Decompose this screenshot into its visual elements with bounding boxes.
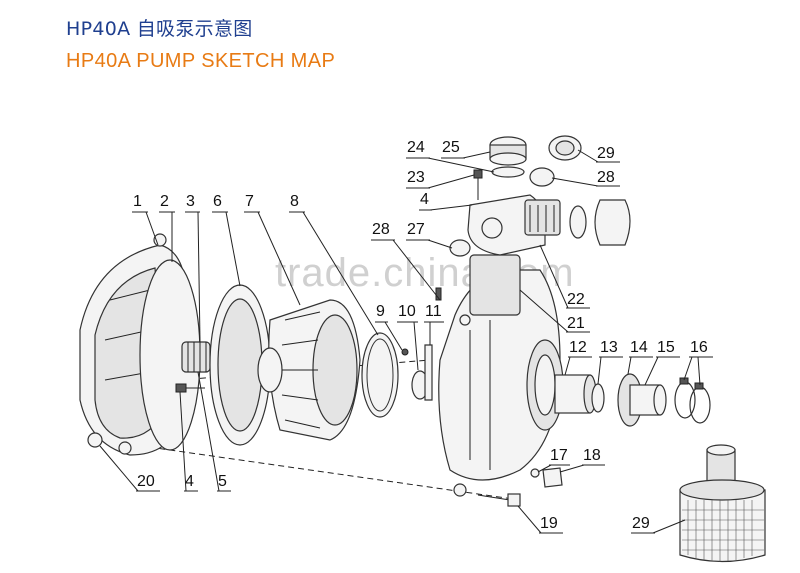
title-chinese: HP40A 自吸泵示意图 [66, 18, 253, 40]
part-pin-9 [401, 348, 409, 356]
part-outlet-12 [554, 374, 597, 414]
part-key-11 [424, 344, 433, 401]
label-19: 19 [540, 515, 558, 532]
part-bolt-23 [473, 169, 483, 200]
label-17: 17 [550, 447, 568, 464]
label-28-left: 28 [372, 221, 390, 238]
label-4-top: 4 [420, 191, 429, 208]
part-mechanical-seal [181, 341, 211, 373]
label-11: 11 [425, 303, 442, 320]
part-volute [257, 299, 361, 441]
label-22: 22 [567, 291, 585, 308]
callout-labels: 1 2 3 6 7 8 28 27 24 25 23 4 29 [99, 139, 713, 534]
label-1: 1 [133, 193, 142, 210]
label-24: 24 [407, 139, 425, 156]
title-english: HP40A PUMP SKETCH MAP [66, 50, 336, 72]
part-clamps-16 [674, 377, 711, 424]
part-nut-20 [87, 432, 103, 448]
part-ring-13 [591, 383, 605, 413]
part-bolt-19 [477, 493, 521, 507]
label-15: 15 [657, 339, 675, 356]
label-3: 3 [186, 193, 195, 210]
label-13: 13 [600, 339, 618, 356]
part-ring-28-top [529, 167, 555, 187]
label-25: 25 [442, 139, 460, 156]
label-2: 2 [160, 193, 169, 210]
label-9: 9 [376, 303, 385, 320]
label-5: 5 [218, 473, 227, 490]
label-28-right: 28 [597, 169, 615, 186]
part-cap-25 [489, 136, 527, 166]
part-bolt-4 [175, 383, 205, 393]
part-coupling-14 [617, 373, 667, 427]
label-29-top: 29 [597, 145, 615, 162]
label-12: 12 [569, 339, 587, 356]
part-washer-17 [530, 468, 540, 478]
label-10: 10 [398, 303, 416, 320]
label-20: 20 [137, 473, 155, 490]
part-hose-fitting-top [594, 199, 631, 246]
label-29-bottom: 29 [632, 515, 650, 532]
part-gasket-24 [491, 166, 525, 178]
part-strainer-29 [679, 444, 766, 563]
label-7: 7 [245, 193, 254, 210]
label-8: 8 [290, 193, 299, 210]
part-gasket-side [569, 205, 587, 239]
label-21: 21 [567, 315, 585, 332]
label-27: 27 [407, 221, 425, 238]
label-4-bottom: 4 [185, 473, 194, 490]
label-6: 6 [213, 193, 222, 210]
part-gasket-27 [449, 239, 471, 257]
label-16: 16 [690, 339, 708, 356]
label-23: 23 [407, 169, 425, 186]
part-o-ring-8 [361, 332, 399, 418]
part-elbow-29-top [548, 135, 582, 161]
part-top-housing [467, 194, 561, 256]
part-pump-body [438, 254, 564, 497]
part-drain-plug-18 [542, 467, 563, 488]
label-14: 14 [630, 339, 648, 356]
label-18: 18 [583, 447, 601, 464]
